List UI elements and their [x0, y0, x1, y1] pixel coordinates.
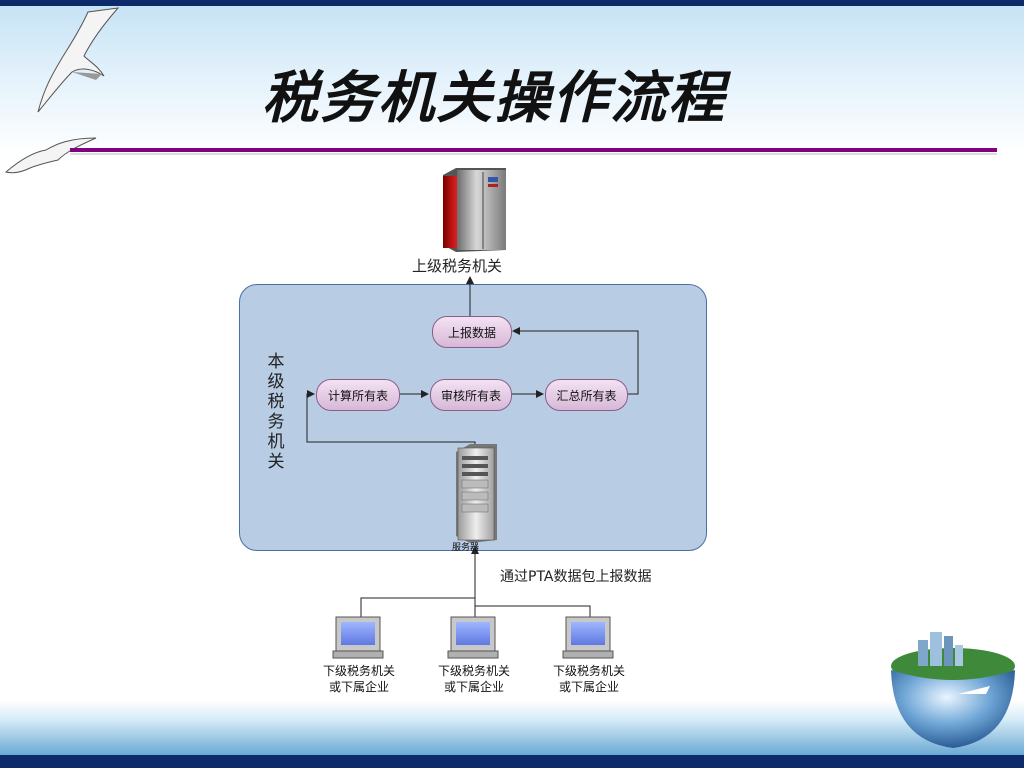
computer-icon-3: [562, 616, 614, 659]
upper-authority-label: 上级税务机关: [412, 257, 503, 275]
transfer-note: 通过PTA数据包上报数据: [500, 569, 652, 585]
page-title: 税务机关操作流程: [262, 65, 726, 131]
top-border: [0, 0, 1024, 6]
calculate-tables-node: 计算所有表: [316, 379, 400, 411]
client-label-3: 下级税务机关 或下属企业: [552, 664, 625, 694]
client-label-2: 下级税务机关 或下属企业: [437, 664, 510, 694]
summarize-tables-node: 汇总所有表: [545, 379, 628, 411]
bottom-border: [0, 755, 1024, 768]
local-authority-label: 本级税务机关: [267, 352, 285, 472]
server-label: 服务器: [452, 543, 480, 553]
report-data-node: 上报数据: [432, 316, 512, 348]
sky-background: [0, 6, 1024, 156]
review-tables-node: 审核所有表: [430, 379, 512, 411]
computer-icon-2: [447, 616, 499, 659]
client-label-1: 下级税务机关 或下属企业: [322, 664, 395, 694]
computer-icon-1: [332, 616, 384, 659]
seagull-icon: [37, 7, 120, 113]
sea-background: [0, 700, 1024, 755]
